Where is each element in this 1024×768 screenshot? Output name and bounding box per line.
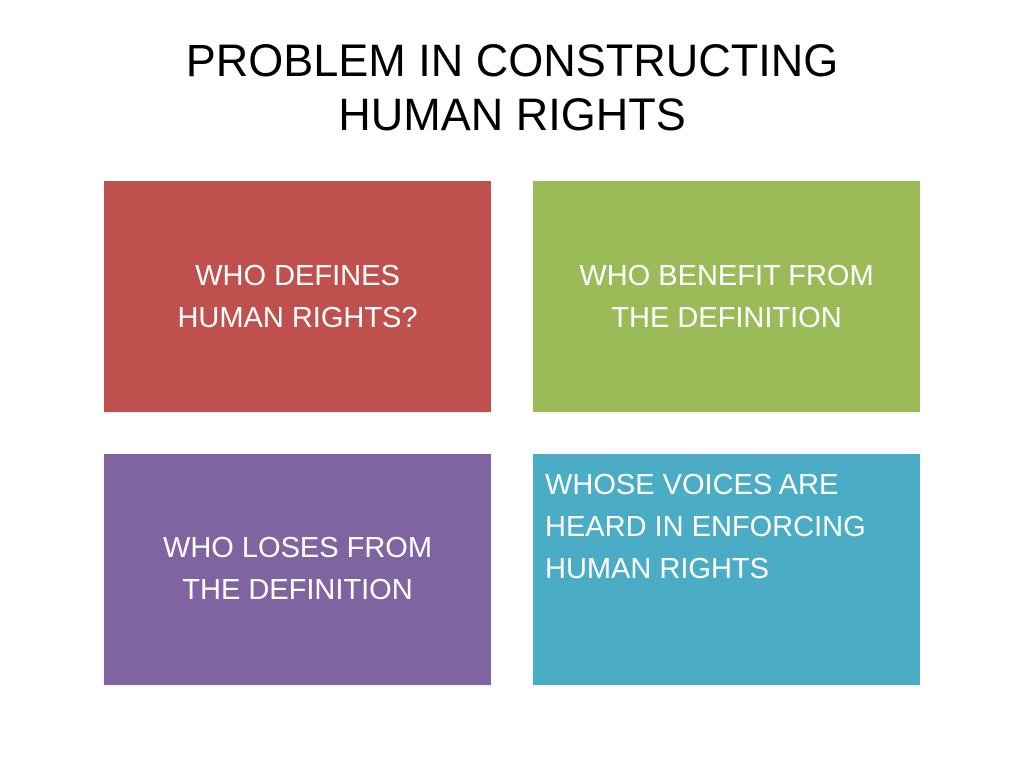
- box-text-line: THE DEFINITION: [182, 574, 413, 606]
- box-text-line: WHO DEFINES: [195, 260, 400, 292]
- box-text-line: HUMAN RIGHTS?: [177, 302, 418, 334]
- box-text-line: HEARD IN ENFORCING: [545, 511, 866, 543]
- slide-title-line: HUMAN RIGHTS: [338, 89, 686, 140]
- box-text-line: THE DEFINITION: [611, 302, 842, 334]
- box-text-line: WHO BENEFIT FROM: [579, 260, 874, 292]
- box-text-line: WHOSE VOICES ARE: [545, 469, 839, 501]
- box-who-defines: WHO DEFINES HUMAN RIGHTS?: [104, 181, 491, 412]
- box-who-loses: WHO LOSES FROM THE DEFINITION: [104, 454, 491, 685]
- slide-title-line: PROBLEM IN CONSTRUCTING: [185, 35, 839, 86]
- box-who-benefit: WHO BENEFIT FROM THE DEFINITION: [533, 181, 920, 412]
- box-whose-voices: WHOSE VOICES ARE HEARD IN ENFORCING HUMA…: [533, 454, 920, 685]
- box-text-line: HUMAN RIGHTS: [545, 553, 769, 585]
- box-text-line: WHO LOSES FROM: [162, 532, 433, 564]
- slide-title: PROBLEM IN CONSTRUCTING HUMAN RIGHTS: [0, 34, 1024, 142]
